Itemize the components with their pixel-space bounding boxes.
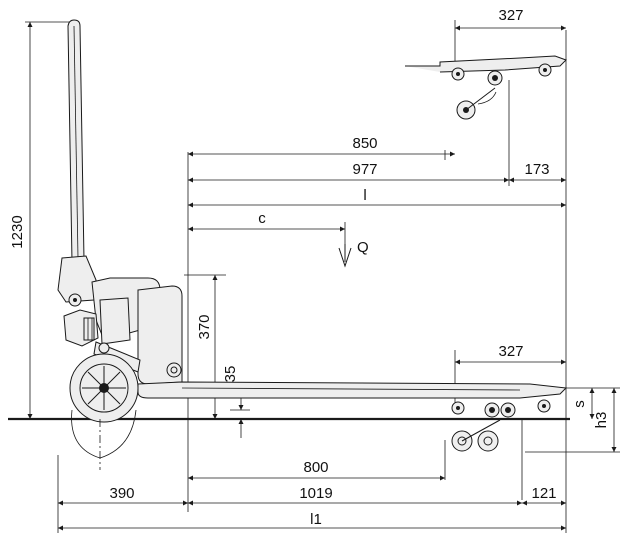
label-1230: 1230: [9, 215, 26, 248]
label-c: c: [258, 210, 266, 227]
dimension-lines: [27, 22, 617, 531]
label-h3: h3: [593, 412, 610, 429]
pallet-truck: [57, 19, 568, 470]
label-850: 850: [352, 135, 377, 152]
label-s: s: [571, 400, 588, 408]
label-173: 173: [524, 161, 549, 178]
label-35: 35: [222, 366, 239, 383]
load-arrow: [338, 244, 352, 268]
label-390: 390: [109, 485, 134, 502]
label-370: 370: [196, 314, 213, 339]
label-977: 977: [352, 161, 377, 178]
label-327-bottom: 327: [498, 343, 523, 360]
raised-fork-detail: [405, 55, 567, 120]
label-1019: 1019: [299, 485, 332, 502]
label-800: 800: [303, 459, 328, 476]
label-Q: Q: [357, 239, 369, 256]
extension-lines: [25, 20, 620, 533]
label-l: l: [363, 187, 366, 204]
label-l1: l1: [310, 511, 322, 528]
label-327-top: 327: [498, 7, 523, 24]
label-121: 121: [531, 485, 556, 502]
